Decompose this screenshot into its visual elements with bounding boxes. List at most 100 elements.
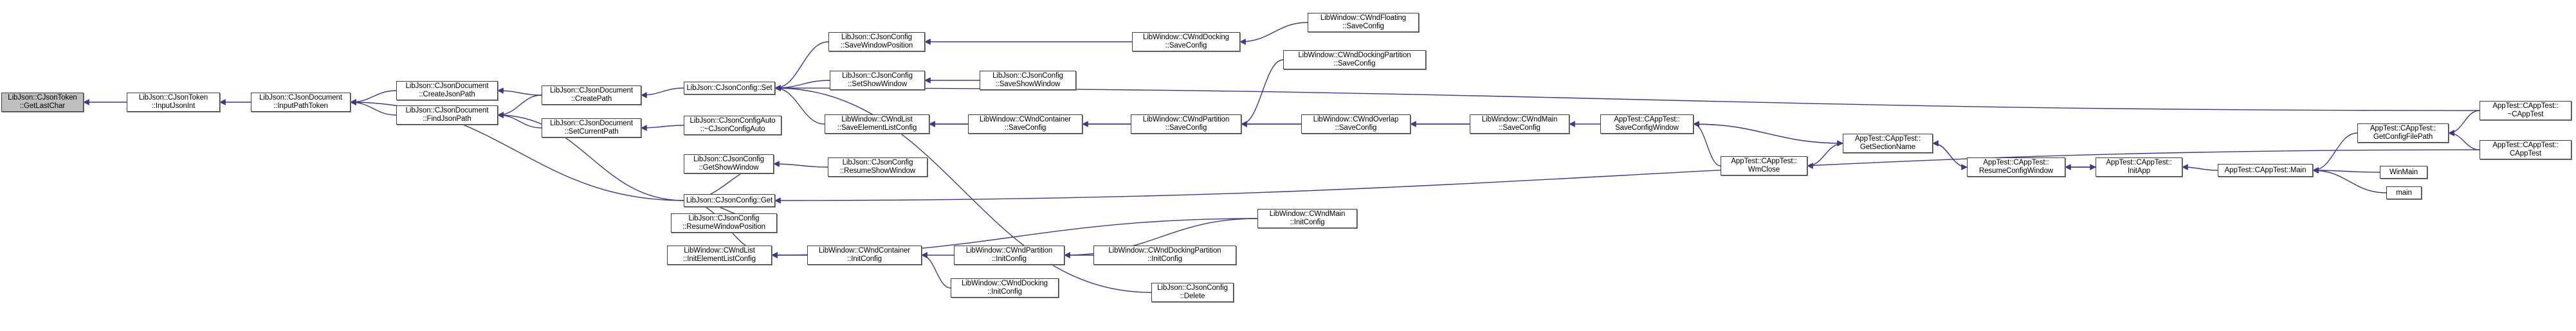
graph-node[interactable]: AppTest::CAppTest:: GetSectionName: [1843, 134, 1933, 153]
graph-node-label: LibJson::CJsonDocument ::CreateJsonPath: [405, 82, 489, 98]
graph-node-label: LibJson::CJsonToken ::InputJsonInt: [138, 94, 208, 110]
graph-node-label: LibJson::CJsonConfig ::SetShowWindow: [842, 72, 913, 88]
graph-node[interactable]: LibJson::CJsonConfig ::Delete: [1151, 283, 1234, 302]
graph-node[interactable]: LibWindow::CWndOverlap ::SaveConfig: [1301, 114, 1411, 134]
graph-node-label: LibWindow::CWndMain ::SaveConfig: [1481, 116, 1558, 132]
graph-node-label: LibWindow::CWndOverlap ::SaveConfig: [1313, 116, 1399, 132]
graph-node[interactable]: AppTest::CAppTest:: WmClose: [1721, 156, 1807, 175]
graph-edge: [1932, 143, 1968, 170]
graph-node-label: LibJson::CJsonConfig::Get: [686, 196, 773, 204]
graph-node[interactable]: LibJson::CJsonConfig::Get: [684, 194, 775, 207]
graph-edge: [774, 85, 825, 125]
graph-node-label: AppTest::CAppTest:: GetSectionName: [1854, 135, 1921, 151]
graph-edge: [774, 41, 829, 91]
graph-node-label: LibJson::CJsonDocument ::InputPathToken: [259, 94, 342, 110]
graph-node[interactable]: AppTest::CAppTest:: ~CAppTest: [2480, 101, 2571, 120]
graph-node[interactable]: AppTest::CAppTest:: InitApp: [2096, 157, 2182, 177]
graph-node[interactable]: LibWindow::CWndDocking ::SaveConfig: [1132, 32, 1240, 51]
graph-edge: [2448, 130, 2480, 150]
graph-node[interactable]: LibJson::CJsonToken ::InputJsonInt: [127, 93, 220, 112]
graph-node[interactable]: LibJson::CJsonConfig ::ResumeShowWindow: [828, 157, 927, 177]
graph-node-label: AppTest::CAppTest:: SaveConfigWindow: [1614, 116, 1680, 132]
graph-node[interactable]: main: [2386, 186, 2422, 199]
graph-edge: [497, 87, 542, 96]
graph-node-label: LibWindow::CWndPartition ::InitConfig: [965, 247, 1053, 263]
graph-node[interactable]: LibWindow::CWndPartition ::InitConfig: [954, 246, 1064, 265]
graph-node-label: LibWindow::CWndPartition ::SaveConfig: [1142, 116, 1230, 132]
graph-node[interactable]: LibWindow::CWndFloating ::SaveConfig: [1308, 13, 1419, 32]
graph-edge: [2312, 167, 2387, 193]
graph-node-label: LibJson::CJsonConfig ::GetShowWindow: [693, 156, 764, 172]
graph-node[interactable]: LibJson::CJsonDocument ::CreateJsonPath: [396, 81, 498, 100]
graph-node-label: LibJson::CJsonConfig ::SaveShowWindow: [992, 72, 1063, 88]
graph-node-label: LibWindow::CWndList ::SaveElementListCon…: [837, 116, 917, 132]
graph-edge: [1932, 140, 1968, 168]
graph-edge: [1693, 123, 1843, 147]
graph-node[interactable]: AppTest::CAppTest:: CAppTest: [2480, 140, 2571, 159]
graph-node-label: LibWindow::CWndDocking ::InitConfig: [962, 280, 1048, 296]
graph-node-label: LibWindow::CWndDockingPartition ::InitCo…: [1108, 247, 1221, 263]
graph-node[interactable]: LibJson::CJsonConfig::Set: [684, 82, 775, 94]
graph-node[interactable]: LibJson::CJsonConfig ::SetShowWindow: [830, 71, 925, 90]
graph-edge: [774, 80, 830, 91]
graph-edge: [1693, 121, 1721, 166]
graph-node-label: AppTest::CAppTest:: WmClose: [1731, 157, 1797, 174]
graph-node: LibJson::CJsonToken ::GetLastChar: [1, 93, 84, 112]
graph-node[interactable]: LibJson::CJsonConfigAuto ::~CJsonConfigA…: [684, 116, 781, 135]
graph-node[interactable]: AppTest::CAppTest::Main: [2218, 164, 2313, 177]
graph-node-label: LibJson::CJsonDocument ::FindJsonPath: [405, 107, 489, 123]
graph-edge: [773, 161, 828, 168]
graph-node-label: AppTest::CAppTest:: ResumeConfigWindow: [1978, 159, 2054, 175]
graph-edge: [1241, 59, 1284, 127]
graph-node[interactable]: AppTest::CAppTest:: GetConfigFilePath: [2357, 123, 2449, 143]
graph-node-label: AppTest::CAppTest:: InitApp: [2106, 159, 2172, 175]
graph-node[interactable]: LibWindow::CWndList ::InitElementListCon…: [667, 246, 772, 265]
graph-node[interactable]: LibWindow::CWndMain ::SaveConfig: [1470, 114, 1569, 134]
graph-edge: [641, 87, 684, 98]
graph-node[interactable]: LibWindow::CWndDockingPartition ::SaveCo…: [1283, 50, 1426, 69]
graph-node-label: AppTest::CAppTest::Main: [2224, 166, 2307, 174]
graph-node-label: LibWindow::CWndDockingPartition ::SaveCo…: [1298, 51, 1411, 67]
graph-node[interactable]: LibJson::CJsonConfig ::ResumeWindowPosit…: [671, 213, 777, 233]
graph-node[interactable]: LibWindow::CWndContainer ::SaveConfig: [968, 114, 1082, 134]
graph-node-label: LibJson::CJsonDocument ::CreatePath: [550, 87, 633, 103]
graph-node[interactable]: LibJson::CJsonDocument ::SetCurrentPath: [542, 118, 641, 138]
graph-node[interactable]: AppTest::CAppTest:: SaveConfigWindow: [1600, 114, 1694, 134]
graph-node[interactable]: LibJson::CJsonConfig ::SaveWindowPositio…: [828, 32, 925, 51]
graph-node[interactable]: LibJson::CJsonConfig ::SaveShowWindow: [980, 71, 1076, 90]
graph-node[interactable]: LibWindow::CWndPartition ::SaveConfig: [1131, 114, 1241, 134]
graph-node-label: LibWindow::CWndContainer ::SaveConfig: [979, 116, 1072, 132]
graph-node-label: AppTest::CAppTest:: GetConfigFilePath: [2370, 125, 2436, 141]
graph-node[interactable]: LibJson::CJsonDocument ::FindJsonPath: [396, 105, 498, 125]
graph-node-label: LibJson::CJsonToken ::GetLastChar: [8, 94, 77, 110]
graph-node[interactable]: LibJson::CJsonDocument ::CreatePath: [542, 85, 641, 105]
graph-node-label: main: [2396, 188, 2412, 197]
graph-node-label: LibJson::CJsonConfig::Set: [686, 84, 772, 92]
graph-node-label: LibJson::CJsonConfig ::ResumeShowWindow: [839, 159, 916, 175]
graph-node-label: LibJson::CJsonDocument ::SetCurrentPath: [550, 120, 633, 136]
graph-node[interactable]: LibWindow::CWndContainer ::InitConfig: [807, 246, 922, 265]
graph-node-label: LibWindow::CWndMain ::InitConfig: [1269, 210, 1346, 226]
graph-node-label: LibJson::CJsonConfigAuto ::~CJsonConfigA…: [690, 117, 776, 133]
graph-node[interactable]: LibWindow::CWndMain ::InitConfig: [1257, 209, 1357, 228]
graph-edge: [2448, 110, 2480, 136]
graph-node[interactable]: LibWindow::CWndDocking ::InitConfig: [951, 278, 1059, 298]
graph-node-label: LibWindow::CWndDocking ::SaveConfig: [1143, 33, 1229, 49]
graph-node[interactable]: AppTest::CAppTest:: ResumeConfigWindow: [1967, 157, 2065, 177]
graph-node[interactable]: LibWindow::CWndList ::SaveElementListCon…: [825, 114, 929, 134]
graph-node[interactable]: LibJson::CJsonConfig ::GetShowWindow: [684, 154, 774, 174]
graph-edge: [350, 90, 397, 105]
graph-edge: [641, 125, 684, 131]
graph-edge: [1239, 22, 1308, 45]
graph-edge: [2182, 164, 2218, 171]
graph-node-label: AppTest::CAppTest:: ~CAppTest: [2492, 102, 2559, 118]
graph-node[interactable]: LibWindow::CWndDockingPartition ::InitCo…: [1093, 246, 1236, 265]
graph-edge: [1693, 121, 1843, 144]
graph-node[interactable]: LibJson::CJsonDocument ::InputPathToken: [251, 93, 351, 112]
graph-node-label: AppTest::CAppTest:: CAppTest: [2492, 141, 2559, 157]
graph-node-label: LibJson::CJsonConfig ::Delete: [1157, 284, 1228, 300]
graph-edge: [774, 85, 2480, 111]
graph-node[interactable]: WinMain: [2380, 166, 2427, 179]
graph-edge: [1807, 143, 1843, 169]
